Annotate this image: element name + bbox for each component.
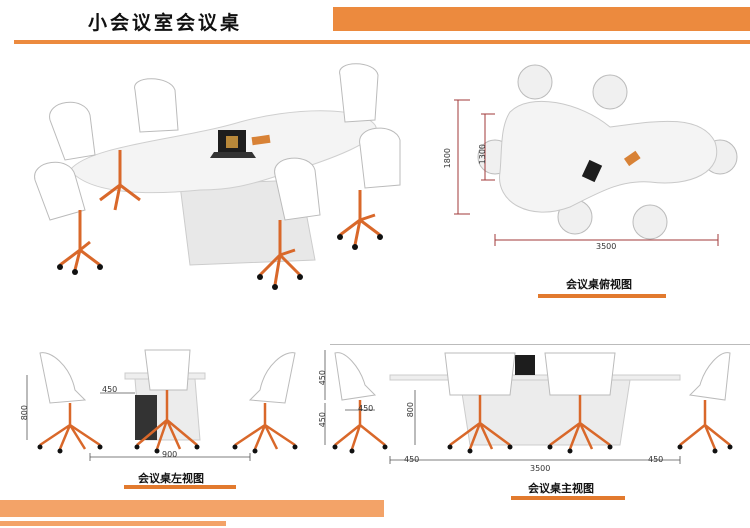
caption-left-view-underline bbox=[124, 485, 236, 489]
dim-left-900: 900 bbox=[162, 450, 178, 459]
dim-left-450: 450 bbox=[102, 385, 118, 394]
dim-top-height-outer: 1800 bbox=[443, 148, 452, 169]
left-view-drawing bbox=[26, 349, 298, 461]
dim-front-450-b: 450 bbox=[318, 412, 327, 428]
dim-front-450-a: 450 bbox=[318, 370, 327, 386]
dim-top-width: 3500 bbox=[596, 242, 617, 251]
caption-front-view-underline bbox=[511, 496, 625, 500]
chair-group bbox=[34, 63, 401, 221]
caption-top-view: 会议桌俯视图 bbox=[566, 278, 632, 291]
caster-wheels bbox=[57, 234, 383, 290]
dim-top-height-inner: 1300 bbox=[478, 144, 487, 165]
caption-top-view-underline bbox=[538, 294, 666, 298]
perspective-render bbox=[34, 63, 401, 290]
dim-front-450-d: 450 bbox=[404, 455, 420, 464]
header-rule bbox=[14, 40, 750, 44]
footer-rule bbox=[0, 521, 226, 526]
chair-legs bbox=[59, 150, 381, 286]
dim-front-800: 800 bbox=[406, 402, 415, 418]
dim-left-800: 800 bbox=[20, 405, 29, 421]
dim-front-450-e: 450 bbox=[648, 455, 664, 464]
dim-front-3500: 3500 bbox=[530, 464, 551, 473]
caption-front-view: 会议桌主视图 bbox=[528, 482, 594, 495]
footer-bar bbox=[0, 500, 384, 517]
header-accent-bar bbox=[333, 7, 750, 31]
top-view-drawing bbox=[454, 64, 738, 246]
dim-front-450-c: 450 bbox=[358, 404, 374, 413]
front-view-drawing bbox=[324, 350, 733, 464]
middle-divider bbox=[330, 344, 750, 345]
caption-left-view: 会议桌左视图 bbox=[138, 472, 204, 485]
page-title: 小会议室会议桌 bbox=[88, 12, 243, 34]
